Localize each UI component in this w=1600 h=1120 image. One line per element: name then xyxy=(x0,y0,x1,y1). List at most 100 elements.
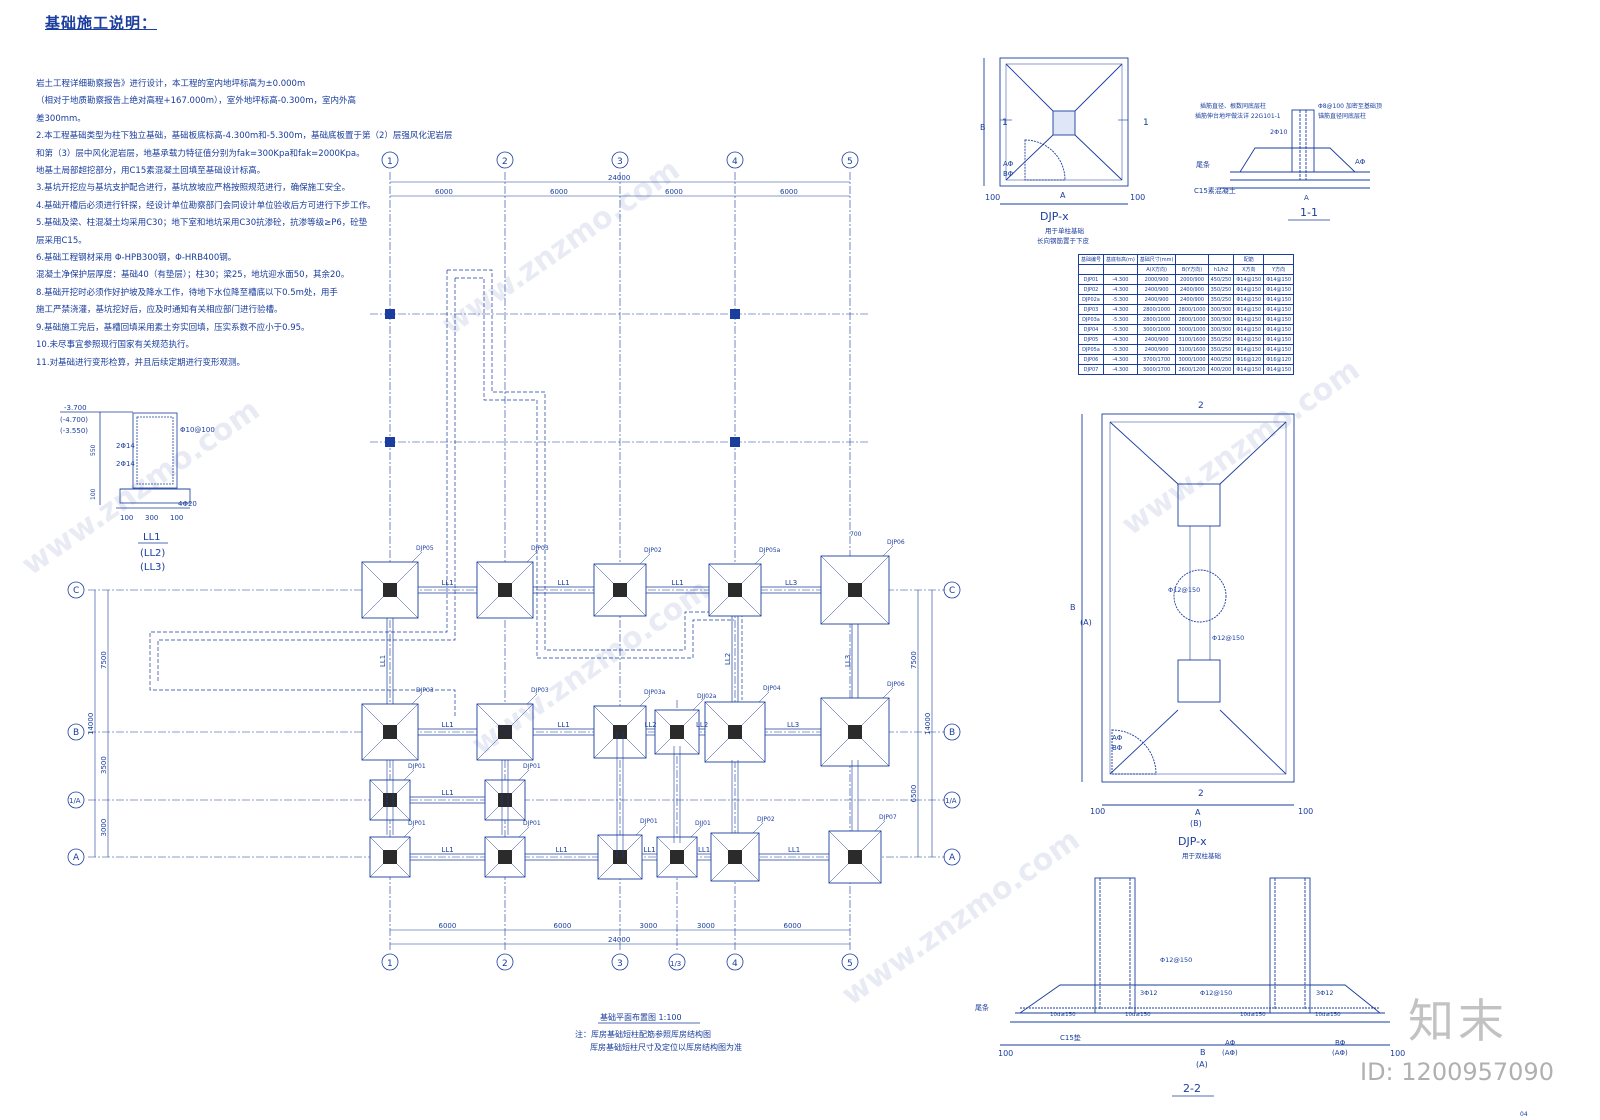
dim-total: 24000 xyxy=(608,936,630,944)
djp-single-sec-r: 1 xyxy=(1143,118,1149,128)
footing-slope xyxy=(820,595,850,625)
footing-slope xyxy=(656,836,672,852)
djp-single-dim-r: 100 xyxy=(1130,193,1145,202)
s11-c15: C15素混凝土 xyxy=(1194,186,1236,195)
footing-slope xyxy=(476,737,500,761)
table-cell: 基础编号 xyxy=(1077,254,1105,265)
table-cell: DJP05 xyxy=(1077,334,1105,345)
footing-slope xyxy=(860,555,890,585)
table-cell: 350/250 xyxy=(1207,344,1235,355)
plan-note-1: 注：厍房基础短柱配筋参照厍房结构图 xyxy=(575,1029,711,1039)
axis-label: 2 xyxy=(502,959,508,969)
footing-slope xyxy=(361,703,385,727)
footing-slope xyxy=(860,595,890,625)
footing-label: DJP07 xyxy=(879,814,897,821)
note-line: 5.基础及梁、柱混凝土均采用C30；地下室和地坑采用C30抗渗砼，抗渗等级≥P6… xyxy=(36,218,368,229)
leader-line xyxy=(526,551,538,563)
footing-slope xyxy=(510,836,526,852)
leader-line xyxy=(754,553,766,565)
table-header-row: 基础编号基底标高(m)基础尺寸(mm)配筋 xyxy=(1077,254,1295,265)
note-line: 施工严禁浇灌，基坑挖好后，应及时通知有关相应部门进行验槽。 xyxy=(36,305,283,316)
table-cell: X方向 xyxy=(1233,264,1265,275)
column xyxy=(848,725,862,739)
axis-bubble xyxy=(67,581,85,599)
djp-single-dim-l: 100 xyxy=(985,193,1000,202)
table-cell: 3700/1700 xyxy=(1136,354,1177,365)
leader-line xyxy=(411,693,423,705)
djp-double-bar-2: Φ12@150 xyxy=(1212,634,1244,642)
leader-line xyxy=(403,826,415,838)
axis-label: 1/3 xyxy=(670,960,681,968)
footing-slope xyxy=(510,703,534,727)
footing-slope xyxy=(828,830,850,852)
beam-label: LL3 xyxy=(785,579,797,587)
footing-slope xyxy=(740,737,766,763)
beam-label: LL1 xyxy=(558,579,570,587)
dim-span: 6000 xyxy=(435,188,453,196)
basement-outline xyxy=(149,270,456,718)
column-marker xyxy=(385,437,395,447)
table-cell: 3000/1000 xyxy=(1175,354,1209,365)
footing-slope xyxy=(625,862,643,880)
table-cell: -5.300 xyxy=(1103,314,1138,325)
ll1-dim-1: 100 xyxy=(120,514,133,522)
leader-line xyxy=(692,699,704,711)
footing-slope xyxy=(740,563,762,585)
footing-slope xyxy=(510,779,526,795)
table-cell: Φ14@150 xyxy=(1233,334,1265,345)
axis-bubble xyxy=(67,723,85,741)
footing-slope xyxy=(476,595,500,619)
djp-single-title: DJP-x xyxy=(1040,210,1069,223)
footing-label: DJJ01 xyxy=(695,820,711,827)
table-cell xyxy=(1175,254,1209,265)
footing-slope xyxy=(740,701,766,727)
dim-span: 6500 xyxy=(910,785,918,803)
s11-note-3: Φ8@100 加密至基础顶 xyxy=(1318,102,1382,110)
table-cell: 3000/1000 xyxy=(1175,324,1209,335)
footing-slope xyxy=(361,737,385,761)
axis-label: B xyxy=(73,728,79,738)
footing-slope xyxy=(654,709,672,727)
table-cell: -5.300 xyxy=(1103,294,1138,305)
footing-slope xyxy=(510,862,526,878)
footing-label: DJP03 xyxy=(531,545,549,552)
table-cell: -4.300 xyxy=(1103,354,1138,365)
table-cell: Φ14@150 xyxy=(1263,304,1295,315)
ll1-name-3: (LL3) xyxy=(140,562,165,573)
ll1-level-3: (-3.550) xyxy=(60,427,88,435)
leader-line xyxy=(882,687,894,699)
note-line: 4.基础开槽后必须进行钎探，经设计单位勘察部门会同设计单位验收后方可进行下步工作… xyxy=(36,200,376,211)
axis-label: A xyxy=(73,853,80,863)
page-number: 04 xyxy=(1520,1111,1528,1118)
column-marker xyxy=(730,309,740,319)
table-cell: -4.300 xyxy=(1103,284,1138,295)
axis-bubble xyxy=(726,953,744,971)
dim-span: 6000 xyxy=(784,922,802,930)
column xyxy=(728,725,742,739)
footing-slope xyxy=(395,779,411,795)
note-line: 岩土工程详细勘察报告》进行设计，本工程的室内地坪标高为±0.000m xyxy=(36,79,306,89)
s22-af2: (AΦ) xyxy=(1222,1049,1238,1057)
table-cell: Φ14@150 xyxy=(1233,304,1265,315)
footing-slope xyxy=(395,561,419,585)
ll1-dim-h: 550 xyxy=(90,444,97,456)
note-line: 混凝土净保护层厚度：基础40（有垫层）；柱30；梁25，地坑迎水面50，其余20… xyxy=(36,270,350,281)
footing-slope xyxy=(361,561,385,585)
axis-label: C xyxy=(949,586,955,596)
beam-label: LL2 xyxy=(696,721,708,729)
footing-slope xyxy=(395,836,411,852)
axis-bubble xyxy=(943,848,961,866)
axis-label: A xyxy=(949,853,956,863)
table-cell xyxy=(1263,254,1295,265)
table-cell: 3000/1000 xyxy=(1136,324,1177,335)
footing-slope xyxy=(369,779,385,795)
column xyxy=(498,793,512,807)
footing-label: DJP01 xyxy=(523,820,541,827)
dim-span: 3000 xyxy=(100,819,108,837)
table-cell: DJP03 xyxy=(1077,304,1105,315)
table-cell: DJP05a xyxy=(1077,344,1105,355)
footing-slope xyxy=(682,737,700,755)
